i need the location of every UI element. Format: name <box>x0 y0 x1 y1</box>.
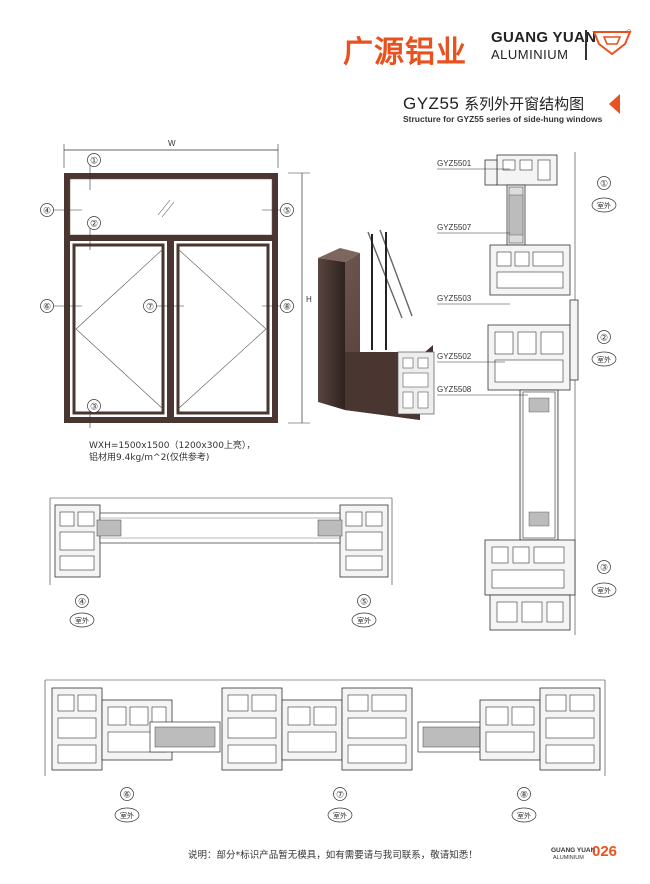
brand-name-zh: 广源铝业 <box>343 35 467 70</box>
svg-text:⑥: ⑥ <box>43 302 51 312</box>
hsection-outside-7: 室外 <box>327 807 353 823</box>
svg-text:④: ④ <box>78 597 86 607</box>
svg-text:室外: 室外 <box>357 616 371 625</box>
svg-text:室外: 室外 <box>597 201 611 210</box>
gy-logo-icon <box>592 29 632 56</box>
profile-label-gyz5501: GYZ5501 <box>437 159 510 170</box>
vsection-marker-1: ① <box>597 176 611 190</box>
vertical-section: GYZ5501 GYZ5507 GYZ5503 GYZ5502 GYZ5508 … <box>437 152 617 635</box>
svg-text:③: ③ <box>90 402 98 412</box>
marker-7: ⑦ <box>143 299 157 313</box>
svg-text:①: ① <box>600 179 608 189</box>
title-arrow-icon <box>609 94 620 114</box>
corner-profile-render <box>318 229 435 420</box>
brand-separator <box>585 30 587 60</box>
svg-text:⑥: ⑥ <box>123 790 131 800</box>
vsection-outside-2: 室外 <box>591 351 617 367</box>
marker-4: ④ <box>40 203 54 217</box>
svg-text:⑧: ⑧ <box>520 790 528 800</box>
hsection-outside-6: 室外 <box>114 807 140 823</box>
window-elevation: W H ① ② ③ ④ ⑤ <box>40 139 312 428</box>
hsection-marker-8: ⑧ <box>517 787 531 801</box>
spec-dimensions: WXH=1500x1500（1200x300上亮）， <box>89 441 256 451</box>
marker-8: ⑧ <box>280 299 294 313</box>
profile-label-gyz5503: GYZ5503 <box>437 294 510 305</box>
svg-text:②: ② <box>90 219 98 229</box>
footer-brand: GUANG YUAN <box>551 847 596 854</box>
svg-text:GYZ5502: GYZ5502 <box>437 352 472 361</box>
page-title-zh: 系列外开窗结构图 <box>464 95 585 113</box>
spec-material: 铝材用9.4kg/m^2(仅供参考) <box>89 453 210 463</box>
horizontal-section-bottom: ⑥ 室外 ⑦ 室外 ⑧ 室外 <box>44 679 606 823</box>
svg-text:室外: 室外 <box>597 355 611 364</box>
profile-label-gyz5502: GYZ5502 <box>437 352 505 363</box>
vsection-outside-3: 室外 <box>591 582 617 598</box>
vsection-outside-1: 室外 <box>591 197 617 213</box>
width-label: W <box>168 139 176 148</box>
hsection-outside-8: 室外 <box>511 807 537 823</box>
svg-text:室外: 室外 <box>597 586 611 595</box>
svg-text:②: ② <box>600 333 608 343</box>
vsection-marker-2: ② <box>597 330 611 344</box>
marker-1: ① <box>87 153 101 167</box>
marker-3: ③ <box>87 399 101 413</box>
svg-text:⑤: ⑤ <box>360 597 368 607</box>
hsection-outside-5: 室外 <box>351 612 377 628</box>
svg-text:GYZ5501: GYZ5501 <box>437 159 472 168</box>
hsection-marker-4: ④ <box>75 594 89 608</box>
svg-text:室外: 室外 <box>75 616 89 625</box>
height-label: H <box>306 295 312 304</box>
hsection-marker-5: ⑤ <box>357 594 371 608</box>
page-number: 026 <box>592 843 618 860</box>
vsection-marker-3: ③ <box>597 560 611 574</box>
svg-text:GYZ5503: GYZ5503 <box>437 294 472 303</box>
svg-text:⑤: ⑤ <box>283 206 291 216</box>
svg-text:④: ④ <box>43 206 51 216</box>
profile-label-gyz5508: GYZ5508 <box>437 385 528 396</box>
brand-name-en: GUANG YUAN <box>491 29 597 46</box>
brand-name-en-sub: ALUMINIUM <box>491 47 569 62</box>
footer-note: 说明：部分*标识产品暂无模具，如有需要请与我司联系，敬请知悉！ <box>188 850 478 861</box>
marker-6: ⑥ <box>40 299 54 313</box>
svg-text:⑧: ⑧ <box>283 302 291 312</box>
hsection-marker-6: ⑥ <box>120 787 134 801</box>
svg-text:③: ③ <box>600 563 608 573</box>
svg-text:GYZ5507: GYZ5507 <box>437 223 472 232</box>
horizontal-section-top: ④ 室外 ⑤ 室外 <box>49 497 393 628</box>
svg-text:室外: 室外 <box>517 811 531 820</box>
svg-text:室外: 室外 <box>333 811 347 820</box>
svg-text:⑦: ⑦ <box>146 302 154 312</box>
profile-label-gyz5507: GYZ5507 <box>437 223 510 234</box>
page-title-en: Structure for GYZ55 series of side-hung … <box>403 114 603 124</box>
svg-text:①: ① <box>90 156 98 166</box>
series-code: GYZ55 <box>403 94 460 113</box>
svg-text:室外: 室外 <box>120 811 134 820</box>
page-title: GYZ55 系列外开窗结构图 <box>403 93 584 114</box>
hsection-marker-7: ⑦ <box>333 787 347 801</box>
marker-5: ⑤ <box>280 203 294 217</box>
footer-brand-sub: ALUMINIUM <box>553 855 584 861</box>
svg-text:⑦: ⑦ <box>336 790 344 800</box>
marker-2: ② <box>87 216 101 230</box>
svg-text:GYZ5508: GYZ5508 <box>437 385 472 394</box>
hsection-outside-4: 室外 <box>69 612 95 628</box>
